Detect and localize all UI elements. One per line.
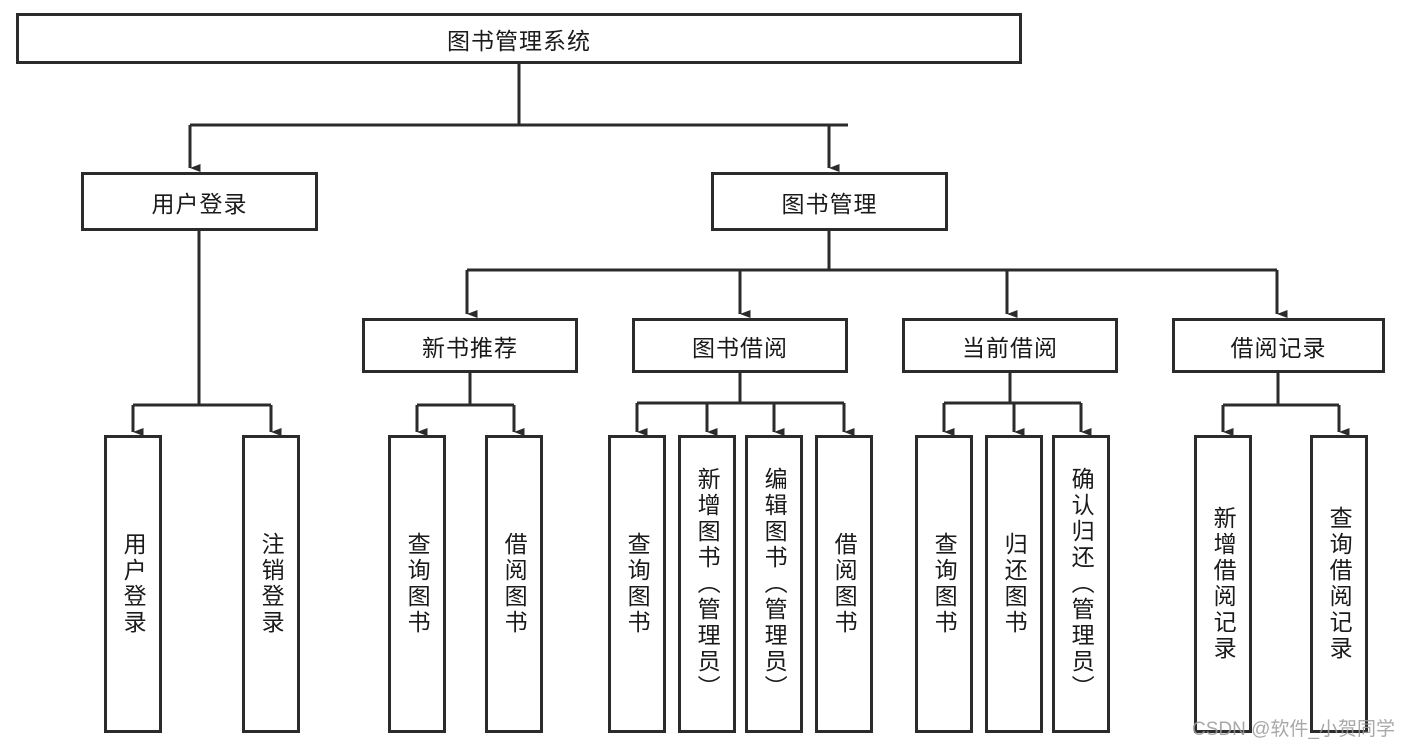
node-leaf-return-book-label: 归还图书 (1001, 532, 1028, 636)
node-leaf-borrow-book-2-label: 借阅图书 (831, 532, 858, 636)
node-current-borrow[interactable]: 当前借阅 (902, 318, 1118, 373)
node-root[interactable]: 图书管理系统 (16, 13, 1022, 64)
node-leaf-return-book[interactable]: 归还图书 (985, 435, 1043, 733)
watermark: CSDN @软件_小贺同学 (1192, 719, 1395, 740)
node-borrow-record[interactable]: 借阅记录 (1172, 318, 1385, 373)
node-leaf-borrow-book-2[interactable]: 借阅图书 (815, 435, 873, 733)
node-leaf-confirm-return-admin-label: 确认归还（管理员） (1068, 467, 1095, 701)
node-book-borrow[interactable]: 图书借阅 (632, 318, 848, 373)
node-leaf-query-book-3-label: 查询图书 (931, 532, 958, 636)
node-leaf-logout-label: 注销登录 (258, 532, 285, 636)
node-leaf-user-login[interactable]: 用户登录 (104, 435, 162, 733)
node-leaf-user-login-label: 用户登录 (120, 532, 147, 636)
node-book-manage-label: 图书管理 (781, 190, 878, 217)
node-leaf-query-book-1-label: 查询图书 (404, 532, 431, 636)
node-leaf-query-book-1[interactable]: 查询图书 (388, 435, 446, 733)
node-leaf-add-book-admin-label: 新增图书（管理员） (694, 467, 721, 701)
node-leaf-borrow-book-1[interactable]: 借阅图书 (485, 435, 543, 733)
node-leaf-query-borrow-record[interactable]: 查询借阅记录 (1310, 435, 1368, 733)
node-book-borrow-label: 图书借阅 (692, 334, 788, 361)
node-leaf-add-borrow-record-label: 新增借阅记录 (1210, 506, 1237, 662)
node-new-book-recommend-label: 新书推荐 (422, 334, 518, 361)
node-new-book-recommend[interactable]: 新书推荐 (362, 318, 578, 373)
node-user-login[interactable]: 用户登录 (81, 172, 318, 231)
node-root-label: 图书管理系统 (447, 27, 591, 54)
node-leaf-query-borrow-record-label: 查询借阅记录 (1326, 506, 1353, 662)
node-borrow-record-label: 借阅记录 (1230, 334, 1327, 361)
node-leaf-edit-book-admin-label: 编辑图书（管理员） (761, 467, 788, 701)
node-leaf-edit-book-admin[interactable]: 编辑图书（管理员） (745, 435, 803, 733)
node-leaf-query-book-2-label: 查询图书 (624, 532, 651, 636)
node-leaf-borrow-book-1-label: 借阅图书 (501, 532, 528, 636)
node-current-borrow-label: 当前借阅 (962, 334, 1058, 361)
node-leaf-query-book-2[interactable]: 查询图书 (608, 435, 666, 733)
node-leaf-logout[interactable]: 注销登录 (242, 435, 300, 733)
node-leaf-add-borrow-record[interactable]: 新增借阅记录 (1194, 435, 1252, 733)
node-user-login-label: 用户登录 (151, 190, 248, 217)
node-leaf-add-book-admin[interactable]: 新增图书（管理员） (678, 435, 736, 733)
node-leaf-query-book-3[interactable]: 查询图书 (915, 435, 973, 733)
node-leaf-confirm-return-admin[interactable]: 确认归还（管理员） (1052, 435, 1110, 733)
node-book-manage[interactable]: 图书管理 (711, 172, 948, 231)
